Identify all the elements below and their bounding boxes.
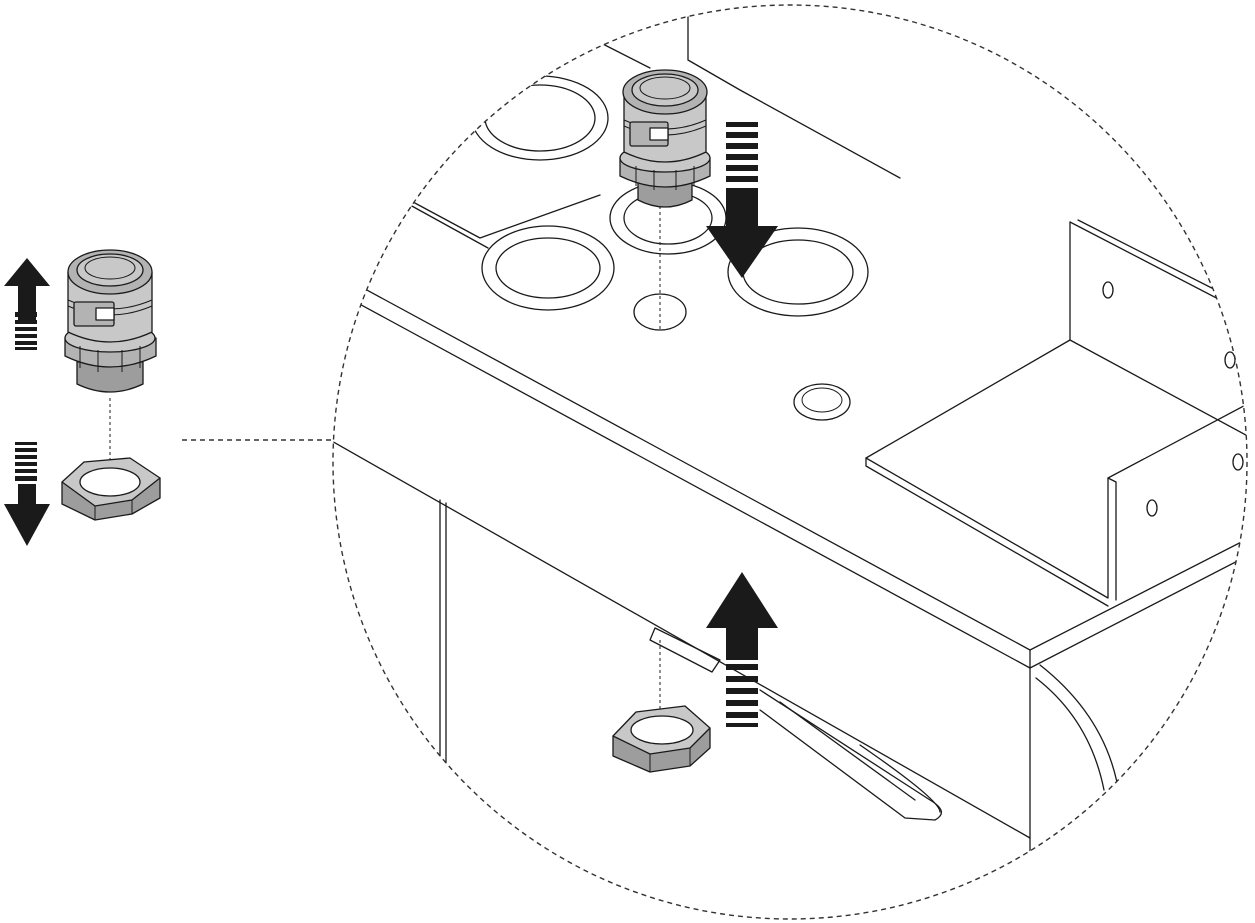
arrow-up-icon [706, 572, 778, 727]
exploded-parts-legend [4, 249, 161, 546]
arrow-down-icon [706, 122, 778, 278]
arrow-up-icon [4, 258, 50, 350]
lock-nut-icon [61, 457, 161, 521]
mounting-bracket [865, 219, 1247, 607]
lock-nut-icon [612, 705, 711, 773]
cable-probe [649, 627, 942, 821]
arrow-down-icon [4, 442, 50, 546]
cable-gland-icon [64, 249, 157, 393]
detail-magnifier-circle [332, 4, 1248, 920]
detail-view [333, 5, 1247, 861]
cable-gland-icon [619, 69, 711, 208]
